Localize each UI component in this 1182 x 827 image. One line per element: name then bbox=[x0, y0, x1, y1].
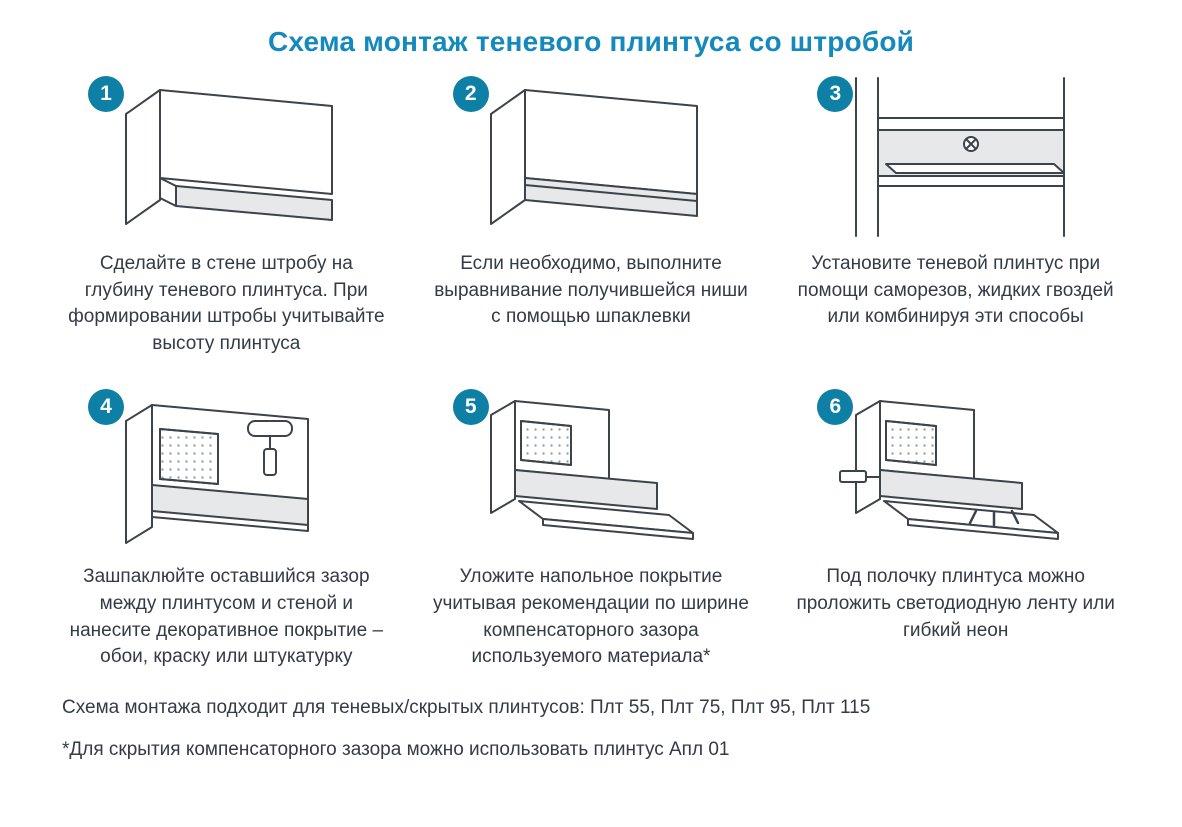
step-1-badge: 1 bbox=[88, 76, 124, 112]
step-1-caption: Сделайте в стене штробу на глубину тенев… bbox=[68, 253, 385, 354]
footnote-compatibility: Схема монтажа подходит для теневых/скрыт… bbox=[62, 696, 871, 718]
step-5-badge: 5 bbox=[452, 389, 489, 426]
step-6-caption: Под полочку плинтуса можно проложить све… bbox=[796, 566, 1115, 641]
step-4-badge: 4 bbox=[88, 389, 124, 426]
plinth-screw-illustration bbox=[854, 77, 1065, 237]
plaster-dots bbox=[884, 420, 937, 467]
led-strip-icon bbox=[838, 470, 881, 484]
step-4-caption: Зашпаклюйте оставшийся зазор между плинт… bbox=[69, 566, 384, 668]
step-2-badge: 2 bbox=[452, 76, 489, 112]
page-title: Схема монтаж теневого плинтуса со штробо… bbox=[267, 26, 915, 57]
step-5-caption: Уложите напольное покрытие учитывая реко… bbox=[432, 566, 749, 668]
paint-roller-icon bbox=[247, 420, 294, 477]
screw-icon bbox=[962, 136, 979, 152]
step-6: 6 bbox=[773, 387, 1138, 670]
step-2-caption: Если необходимо, выполните выравнивание … bbox=[434, 253, 748, 328]
step-1: 1 Сделайте в стене штробу на глубину тен… bbox=[44, 74, 409, 357]
page-root: Схема монтаж теневого плинтуса со штробо… bbox=[0, 26, 1182, 761]
step-5: 5 Улож bbox=[409, 387, 774, 670]
led-strip-illustration bbox=[838, 400, 1059, 541]
plaster-dots bbox=[159, 428, 220, 486]
plaster-dots bbox=[519, 420, 572, 467]
steps-grid: 1 Сделайте в стене штробу на глубину тен… bbox=[0, 74, 1182, 671]
footnote-gap-note: *Для скрытия компенсаторного зазора можн… bbox=[62, 738, 730, 760]
plaster-roller-illustration bbox=[125, 404, 310, 545]
wall-groove-illustration bbox=[125, 89, 334, 225]
light-rays-icon bbox=[968, 510, 1019, 527]
step-3-badge: 3 bbox=[817, 76, 854, 112]
step-2: 2 Если необходимо, выполните выравнивани… bbox=[409, 74, 774, 357]
step-4: 4 bbox=[44, 387, 409, 670]
step-3: 3 Установите теневой пли bbox=[773, 74, 1138, 357]
footnotes: Схема монтажа подходит для теневых/скрыт… bbox=[0, 697, 1182, 761]
step-6-badge: 6 bbox=[817, 389, 854, 426]
step-3-caption: Установите теневой плинтус при помощи са… bbox=[797, 253, 1114, 328]
floor-covering-illustration bbox=[489, 400, 694, 541]
wall-niche-illustration bbox=[489, 89, 698, 225]
